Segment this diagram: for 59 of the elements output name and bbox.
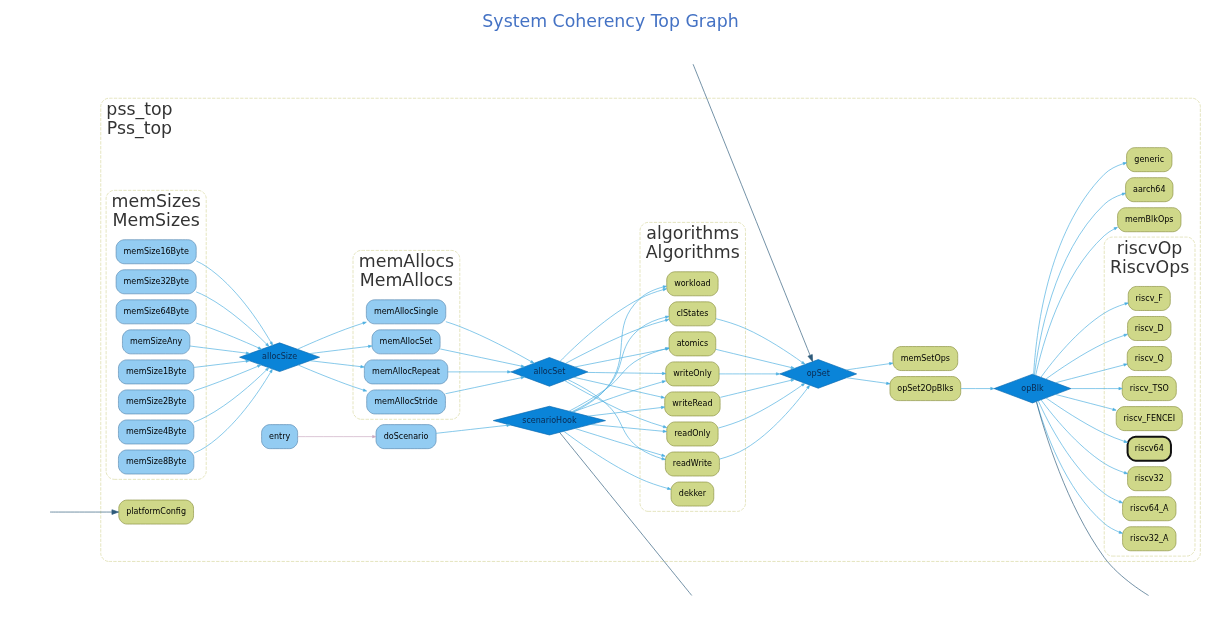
arrow <box>435 423 511 434</box>
arrow <box>1055 363 1128 384</box>
arrow <box>563 431 672 490</box>
arrow <box>559 288 667 362</box>
arrow <box>720 378 795 398</box>
arrow <box>297 321 367 350</box>
arrow <box>309 360 365 369</box>
arrow <box>1037 400 1123 504</box>
arrow <box>1040 302 1129 378</box>
arrow <box>439 348 525 368</box>
arrow <box>193 359 250 368</box>
arrow <box>49 509 119 515</box>
arrow <box>571 315 670 413</box>
arrow <box>309 344 373 354</box>
arrow <box>715 349 795 369</box>
arrow <box>846 377 891 385</box>
arrow <box>298 364 367 392</box>
arrow <box>572 380 666 413</box>
arrow <box>1035 227 1118 376</box>
arrow <box>297 435 377 439</box>
arrow <box>565 318 670 364</box>
arrow <box>1033 162 1127 375</box>
arrow <box>1036 401 1123 534</box>
arrow <box>445 376 525 395</box>
arrow <box>189 345 250 355</box>
arrow <box>195 322 262 350</box>
arrow <box>1070 387 1123 391</box>
arrow <box>587 406 666 417</box>
connector <box>559 432 693 596</box>
arrow <box>692 63 813 362</box>
arrow <box>564 380 668 429</box>
connector <box>1036 401 1149 596</box>
arrow <box>193 368 273 454</box>
arrow <box>1045 333 1128 380</box>
arrow <box>574 347 670 368</box>
arrow <box>719 384 810 460</box>
arrow <box>586 372 666 375</box>
arrow <box>1040 399 1128 475</box>
arrow <box>193 367 270 423</box>
arrow <box>574 428 666 457</box>
arrow <box>196 260 273 346</box>
arrow <box>573 376 665 399</box>
arrow <box>718 382 806 429</box>
diagram-title: System Coherency Top Graph <box>482 11 739 32</box>
arrow <box>193 364 262 392</box>
arrow <box>567 379 666 461</box>
arrow <box>960 387 995 391</box>
arrow <box>447 370 512 374</box>
arrow <box>1045 397 1128 443</box>
arrow <box>1034 192 1126 376</box>
arrow <box>568 347 670 412</box>
arrow <box>572 285 667 413</box>
arrow <box>718 372 781 376</box>
arrow <box>590 424 667 433</box>
arrow <box>195 291 270 347</box>
arrow <box>1055 394 1117 411</box>
arrow <box>845 362 894 371</box>
arrow <box>715 318 806 365</box>
arrow <box>445 321 535 364</box>
